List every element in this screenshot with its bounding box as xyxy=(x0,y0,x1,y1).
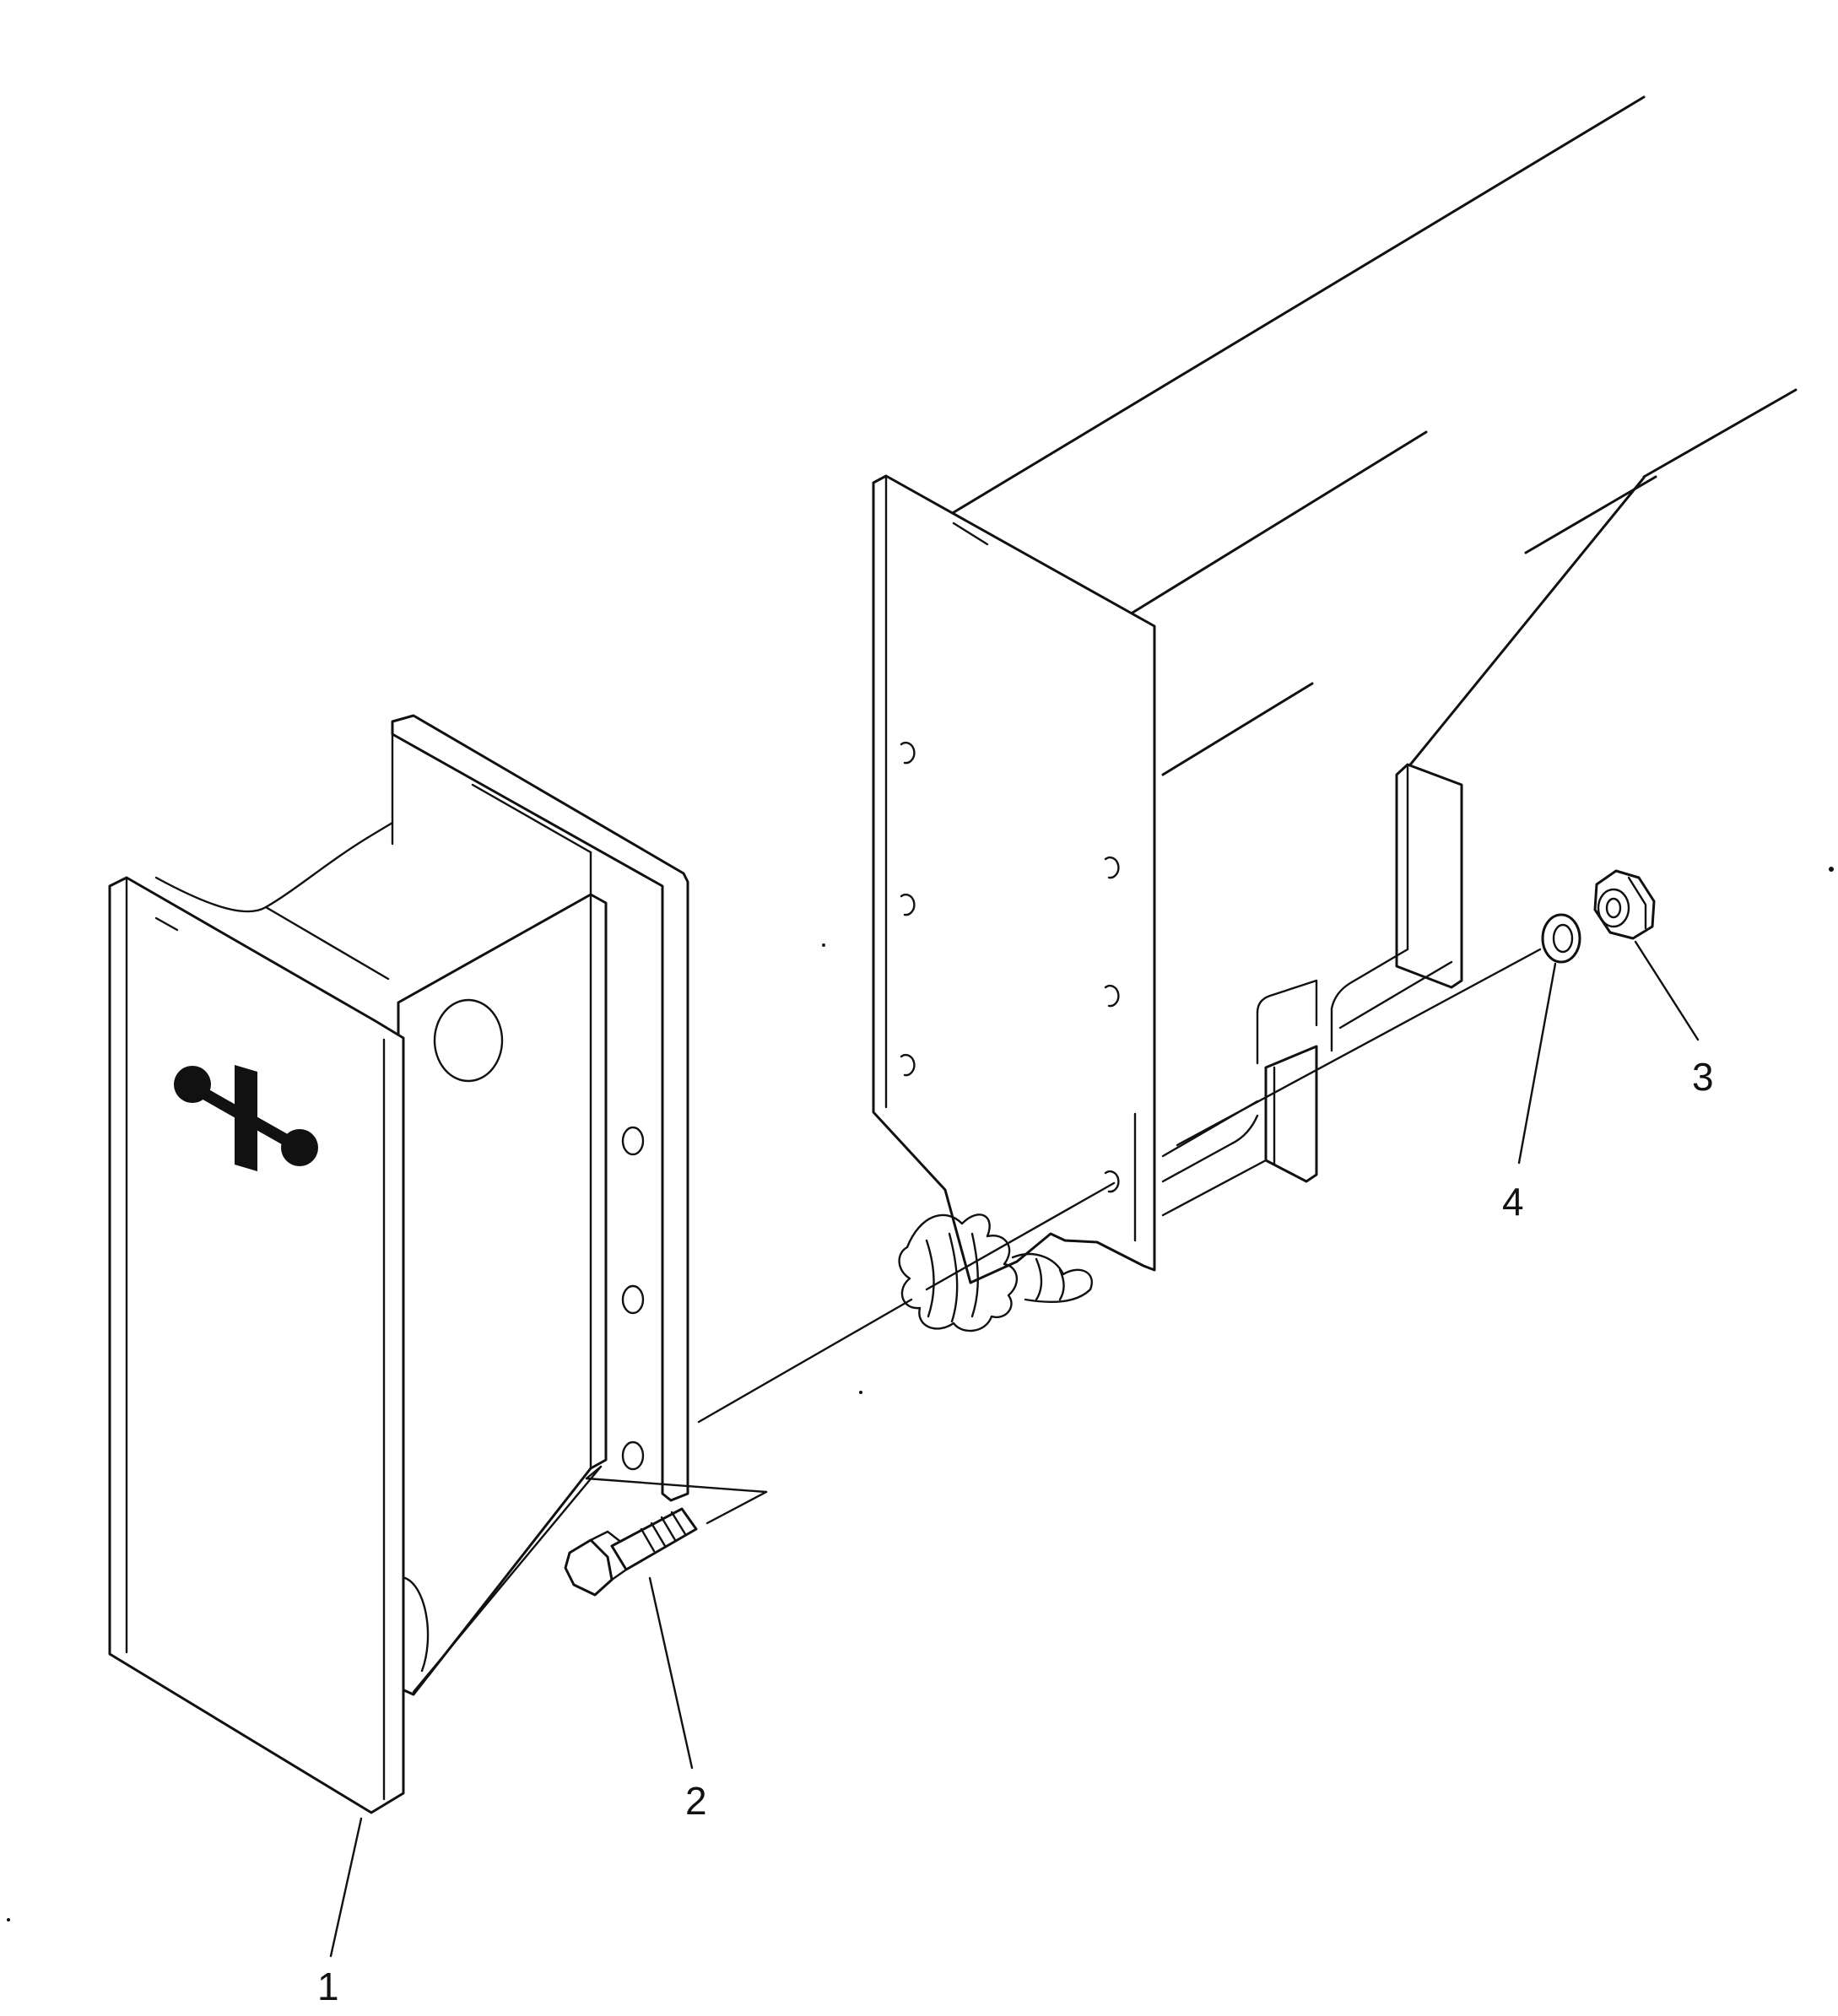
weld-bead xyxy=(898,1213,1093,1332)
part-1-counterweight xyxy=(108,714,689,1814)
part-4-washer xyxy=(1541,913,1581,964)
scan-specks xyxy=(7,867,1834,1921)
callout-4-label: 4 xyxy=(1502,1180,1524,1224)
beam-mounting-plate xyxy=(872,474,1156,1284)
callout-4: 4 xyxy=(1502,962,1557,1224)
part-2-bolt xyxy=(564,1507,698,1597)
logo-mark xyxy=(174,1065,318,1171)
frame-beam xyxy=(945,95,1797,1217)
callout-1: 1 xyxy=(317,1817,363,2008)
part-3-nut xyxy=(1593,869,1656,940)
callout-3-label: 3 xyxy=(1692,1055,1714,1099)
assembly-lines xyxy=(412,948,1542,1694)
callout-2: 2 xyxy=(648,1576,707,1823)
callout-3: 3 xyxy=(1634,940,1714,1099)
callout-1-label: 1 xyxy=(317,1965,339,2008)
callout-2-label: 2 xyxy=(685,1779,707,1823)
